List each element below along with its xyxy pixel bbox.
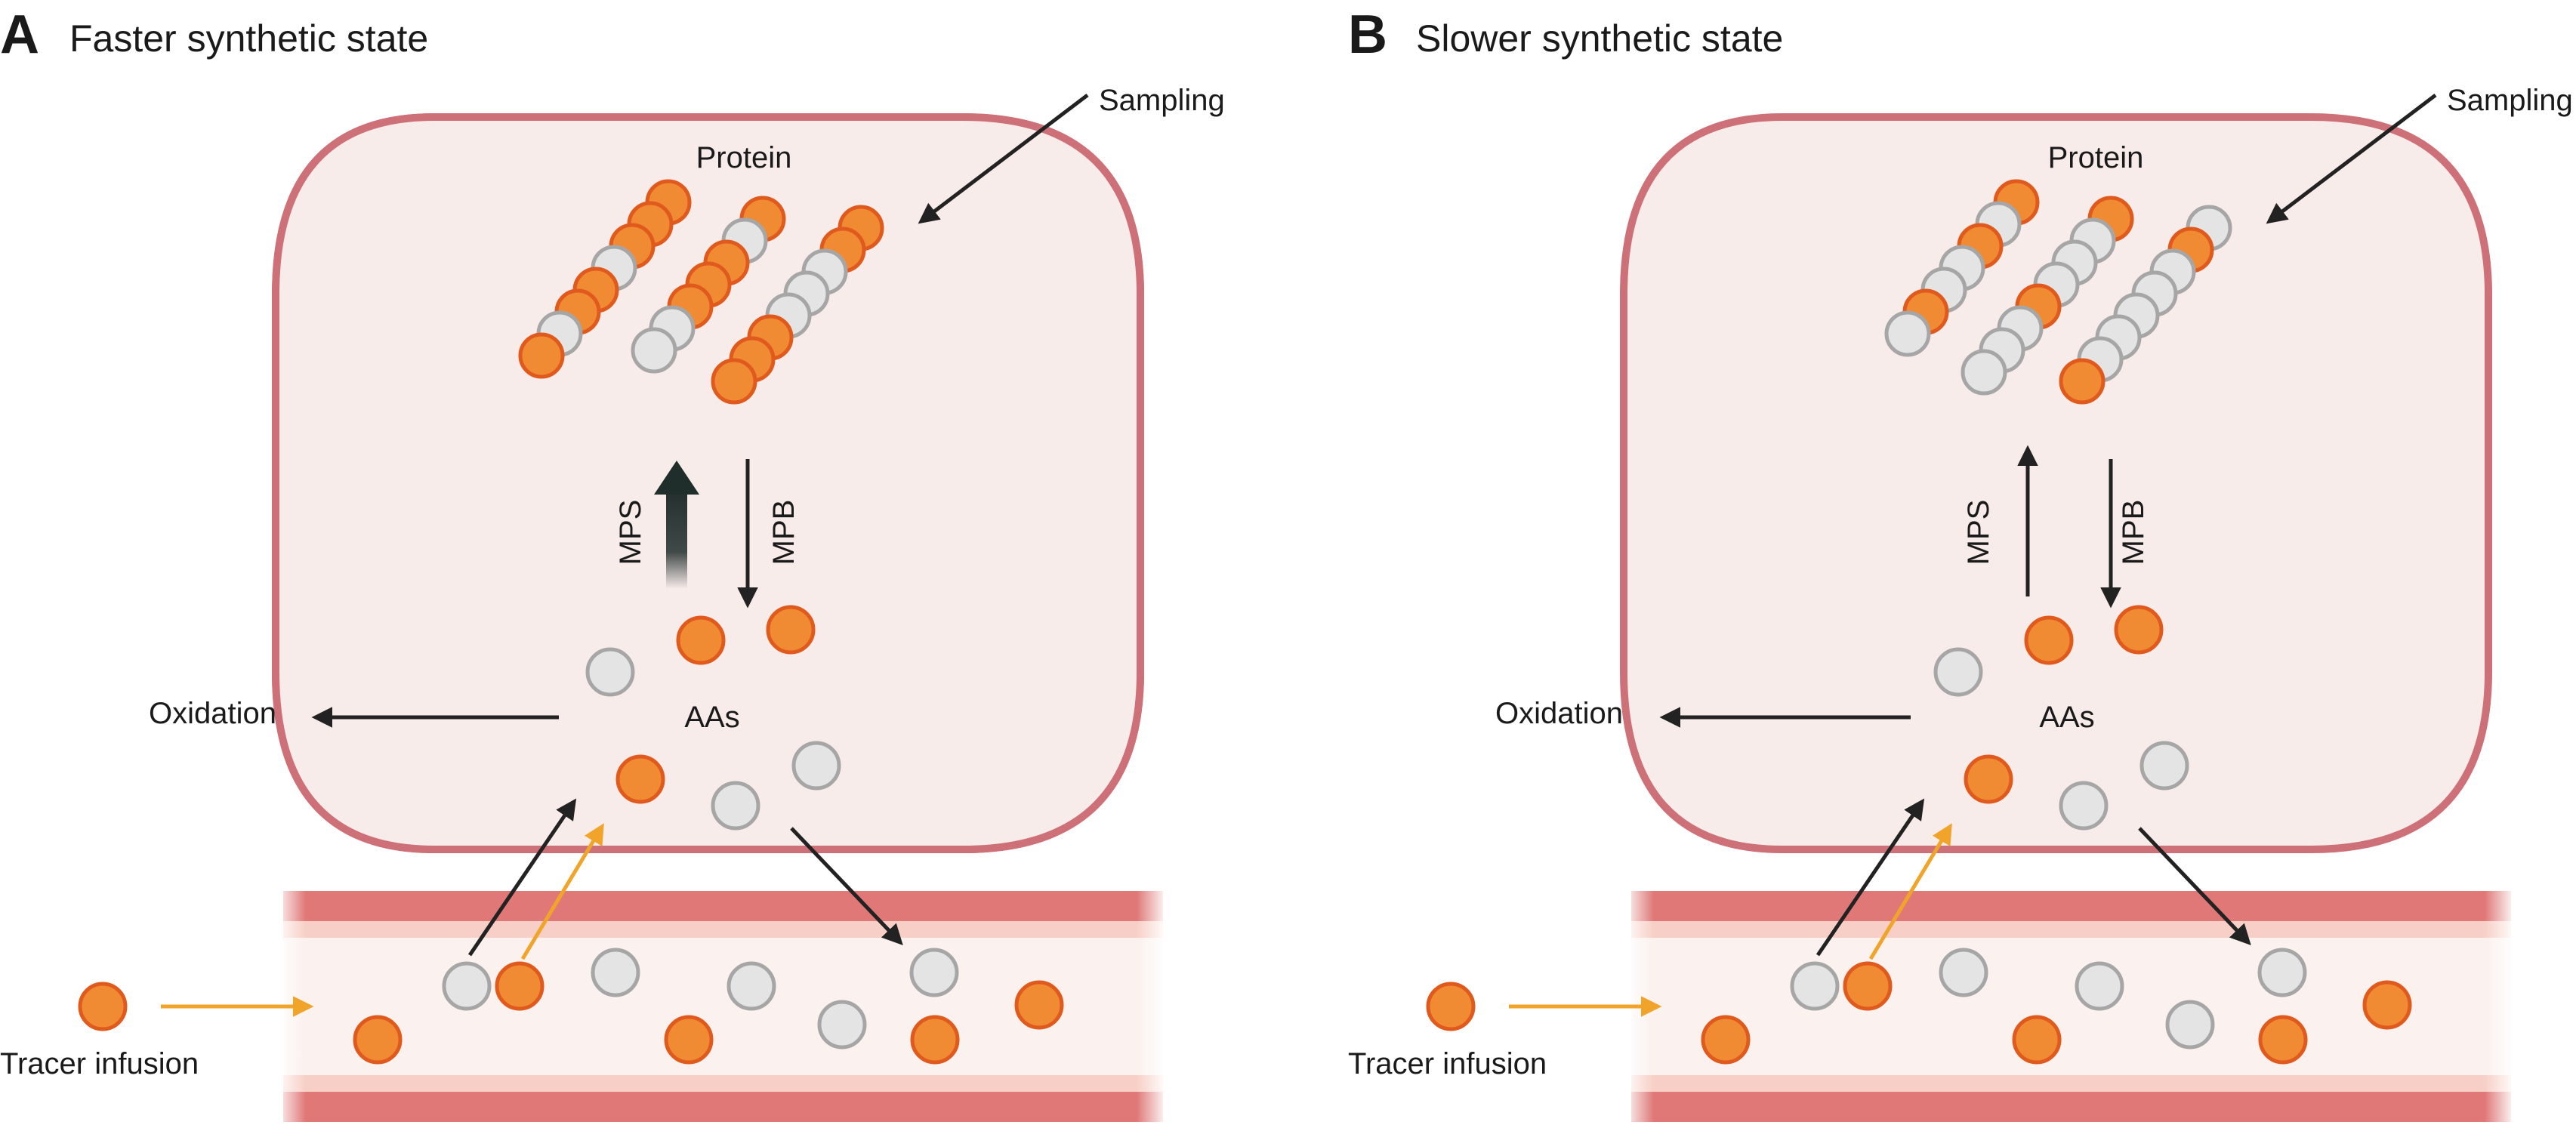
tracer-bead-icon xyxy=(1426,982,1476,1031)
labeled-amino-acid-icon xyxy=(910,1015,960,1065)
muscle-cell xyxy=(1620,113,2492,853)
tracer-infusion-label: Tracer infusion xyxy=(1348,1047,1547,1080)
mps-label: MPS xyxy=(614,500,647,566)
labeled-amino-acid-icon xyxy=(1014,980,1064,1030)
labeled-amino-acid-icon xyxy=(353,1015,403,1065)
panel-letter: A xyxy=(0,5,39,65)
unlabeled-amino-acid-icon xyxy=(727,961,776,1011)
sampling-label: Sampling xyxy=(1099,84,1225,117)
labeled-amino-acid-icon xyxy=(2012,1015,2062,1065)
aas-label: AAs xyxy=(684,701,739,734)
labeled-amino-acid-icon xyxy=(2362,980,2412,1030)
sampling-arrow xyxy=(918,94,1089,224)
unlabeled-amino-acid-icon xyxy=(909,948,959,997)
tracer-uptake-arrow xyxy=(1868,823,1952,960)
uptake-arrow xyxy=(1816,798,1925,957)
tracer-bead-icon xyxy=(78,982,128,1031)
labeled-amino-acid-icon xyxy=(1701,1015,1751,1065)
labeled-amino-acid-icon xyxy=(766,605,816,655)
labeled-amino-acid-icon xyxy=(2258,1015,2308,1065)
mpb-label: MPB xyxy=(2117,500,2150,566)
release-arrow xyxy=(790,827,903,945)
sampling-arrow xyxy=(2266,94,2437,224)
labeled-amino-acid-icon xyxy=(2059,358,2106,405)
unlabeled-amino-acid-icon xyxy=(1884,310,1931,357)
unlabeled-amino-acid-icon xyxy=(1790,961,1840,1011)
panel-letter: B xyxy=(1348,5,1387,65)
labeled-amino-acid-icon xyxy=(2114,605,2164,655)
panel-slower-synthetic-state: B Slower synthetic state Protein Samplin… xyxy=(1348,5,2573,1125)
unlabeled-amino-acid-icon xyxy=(585,647,635,697)
vessel-amino-acids xyxy=(353,948,1064,1065)
unlabeled-amino-acid-icon xyxy=(817,1000,867,1049)
amino-acid-pool xyxy=(585,605,841,831)
labeled-amino-acid-icon xyxy=(615,754,665,804)
unlabeled-amino-acid-icon xyxy=(711,781,760,831)
unlabeled-amino-acid-icon xyxy=(1961,349,2007,396)
oxidation-label: Oxidation xyxy=(1495,697,1623,730)
unlabeled-amino-acid-icon xyxy=(791,741,841,791)
unlabeled-amino-acid-icon xyxy=(2059,781,2109,831)
unlabeled-amino-acid-icon xyxy=(442,961,492,1011)
labeled-amino-acid-icon xyxy=(711,358,757,405)
labeled-amino-acid-icon xyxy=(676,615,726,665)
mps-arrow-bold xyxy=(654,461,699,589)
unlabeled-amino-acid-icon xyxy=(631,327,677,374)
unlabeled-amino-acid-icon xyxy=(2075,961,2124,1011)
panel-faster-synthetic-state: A Faster synthetic state Protein Samplin… xyxy=(0,5,1225,1125)
uptake-arrow xyxy=(467,798,577,957)
tracer-uptake-arrow xyxy=(520,823,604,960)
protein-chains xyxy=(1884,179,2232,405)
protein-label: Protein xyxy=(696,141,792,174)
unlabeled-amino-acid-icon xyxy=(2139,741,2189,791)
labeled-amino-acid-icon xyxy=(1964,754,2013,804)
aas-label: AAs xyxy=(2039,701,2094,734)
labeled-amino-acid-icon xyxy=(1843,961,1893,1011)
labeled-amino-acid-icon xyxy=(2024,615,2074,665)
protein-label: Protein xyxy=(2048,141,2144,174)
vessel-amino-acids xyxy=(1701,948,2412,1065)
oxidation-label: Oxidation xyxy=(149,697,276,730)
panel-title: Faster synthetic state xyxy=(69,17,428,60)
unlabeled-amino-acid-icon xyxy=(2165,1000,2215,1049)
mps-label: MPS xyxy=(1962,500,1995,566)
unlabeled-amino-acid-icon xyxy=(1939,948,1988,997)
amino-acid-pool xyxy=(1933,605,2189,831)
labeled-amino-acid-icon xyxy=(495,961,545,1011)
release-arrow xyxy=(2138,827,2251,945)
unlabeled-amino-acid-icon xyxy=(2257,948,2307,997)
unlabeled-amino-acid-icon xyxy=(1933,647,1983,697)
protein-chains xyxy=(518,179,884,405)
panel-title: Slower synthetic state xyxy=(1416,17,1783,60)
mpb-label: MPB xyxy=(767,500,801,566)
tracer-infusion-label: Tracer infusion xyxy=(0,1047,199,1080)
labeled-amino-acid-icon xyxy=(664,1015,714,1065)
sampling-label: Sampling xyxy=(2447,84,2573,117)
unlabeled-amino-acid-icon xyxy=(591,948,640,997)
labeled-amino-acid-icon xyxy=(518,332,565,379)
